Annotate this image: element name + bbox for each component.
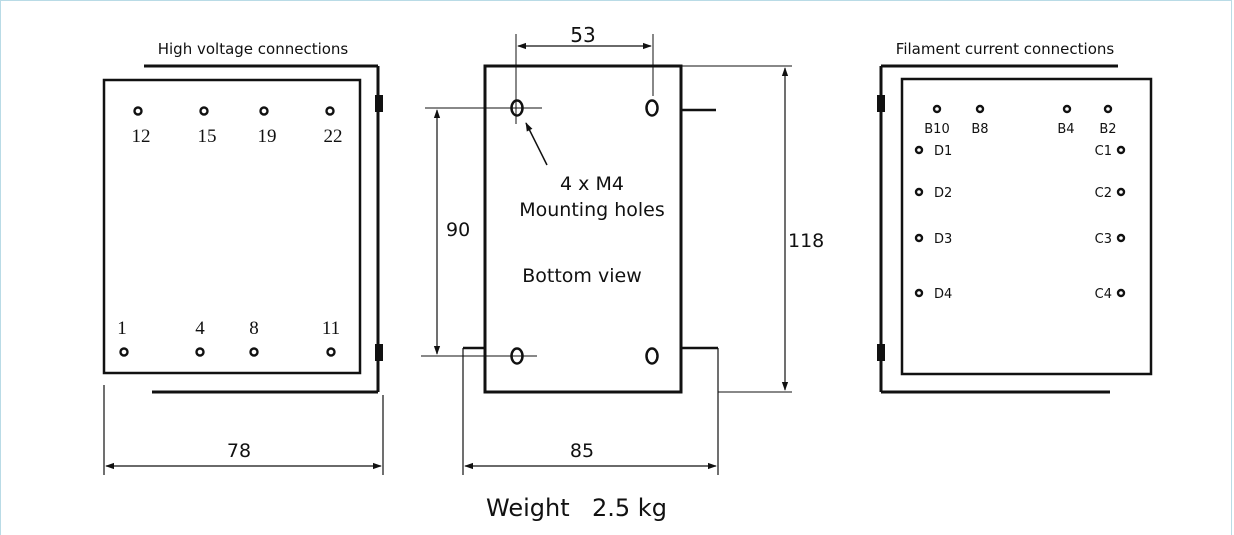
fil-C3-pin-icon xyxy=(1116,233,1126,243)
fil-B8-pin-icon xyxy=(975,104,985,114)
fil-body xyxy=(900,77,1153,376)
fil-pin-B8-label: B8 xyxy=(971,122,988,137)
fil-D4-pin-icon xyxy=(914,288,924,298)
hv-clamp-bottom xyxy=(375,344,383,361)
fil-clamp-bottom xyxy=(877,344,885,361)
filament-title: Filament current connections xyxy=(896,40,1115,58)
hv-pin-22-label: 22 xyxy=(324,126,343,147)
hv-pin-11-label: 11 xyxy=(322,318,340,339)
fil-C2-pin-icon xyxy=(1116,187,1126,197)
weight-label: Weight xyxy=(486,494,570,522)
fil-D2-pin-icon xyxy=(914,187,924,197)
bottom-view-label: Bottom view xyxy=(522,265,641,287)
hv-8-pin-icon xyxy=(249,347,259,357)
hv-pin-8-label: 8 xyxy=(249,318,259,339)
hv-15-pin-icon xyxy=(199,106,209,116)
fil-pin-C3-label: C3 xyxy=(1095,232,1112,247)
hv-pin-15-label: 15 xyxy=(198,126,217,147)
weight-value: 2.5 kg xyxy=(592,494,667,522)
hv-width-dim: 78 xyxy=(227,440,251,462)
fil-C1-pin-icon xyxy=(1116,145,1126,155)
hv-pin-19-label: 19 xyxy=(258,126,277,147)
hv-4-pin-icon xyxy=(195,347,205,357)
holes-label-line2: Mounting holes xyxy=(519,199,665,221)
hv-11-pin-icon xyxy=(326,347,336,357)
hv-title: High voltage connections xyxy=(158,40,349,58)
hv-12-pin-icon xyxy=(133,106,143,116)
fil-pin-C4-label: C4 xyxy=(1095,287,1112,302)
fil-top-pin-group: B10 B8 B4 B2 xyxy=(924,104,1117,137)
fil-B10-pin-icon xyxy=(932,104,942,114)
hole-height-dim: 90 xyxy=(446,219,470,241)
fil-pin-D4-label: D4 xyxy=(934,287,952,302)
hv-19-pin-icon xyxy=(259,106,269,116)
fil-B4-pin-icon xyxy=(1062,104,1072,114)
hv-1-pin-icon xyxy=(119,347,129,357)
fil-pin-B10-label: B10 xyxy=(924,122,949,137)
fil-pin-B4-label: B4 xyxy=(1057,122,1074,137)
hv-22-pin-icon xyxy=(325,106,335,116)
mounting-hole-bottom-right xyxy=(645,347,659,365)
fil-clamp-top xyxy=(877,95,885,112)
top-hole-spacing-dim: 53 xyxy=(570,23,595,47)
mounting-hole-top-right xyxy=(645,99,659,117)
fil-pin-D3-label: D3 xyxy=(934,232,952,247)
hv-clamp-top xyxy=(375,95,383,112)
holes-leader-arrow xyxy=(525,122,548,166)
fil-B2-pin-icon xyxy=(1103,104,1113,114)
bottom-body xyxy=(483,64,683,394)
hv-body xyxy=(102,78,362,375)
hv-pin-12-label: 12 xyxy=(132,126,151,147)
hv-bottom-pin-group: 1 4 8 11 xyxy=(117,318,340,357)
fil-D3-pin-icon xyxy=(914,233,924,243)
fil-pin-C1-label: C1 xyxy=(1095,144,1112,159)
bottom-view: 53 90 118 85 4 x M4 Mounting holes Botto… xyxy=(421,23,824,475)
fil-pin-B2-label: B2 xyxy=(1099,122,1116,137)
hv-pin-1-label: 1 xyxy=(117,318,127,339)
fil-pin-D1-label: D1 xyxy=(934,144,952,159)
fil-D1-pin-icon xyxy=(914,145,924,155)
hv-top-pin-group: 12 15 19 22 xyxy=(132,106,343,147)
fil-C4-pin-icon xyxy=(1116,288,1126,298)
overall-height-dim: 118 xyxy=(788,230,824,252)
base-width-dim: 85 xyxy=(570,440,594,462)
fil-pin-C2-label: C2 xyxy=(1095,186,1112,201)
hv-pin-4-label: 4 xyxy=(195,318,205,339)
holes-label-line1: 4 x M4 xyxy=(560,173,624,195)
filament-view: Filament current connections B10 B8 B4 B2 D… xyxy=(877,40,1153,394)
fil-pin-D2-label: D2 xyxy=(934,186,952,201)
